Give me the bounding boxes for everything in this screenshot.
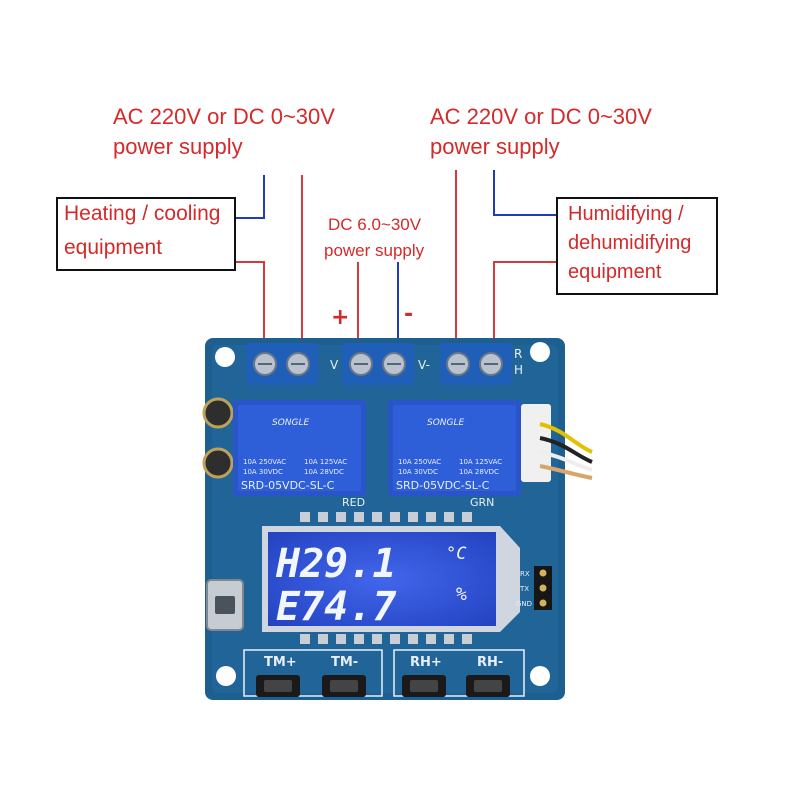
relay-rating: 10A 28VDC	[304, 468, 344, 476]
lcd-pins-top	[300, 512, 472, 522]
left-blue-wire	[232, 175, 265, 219]
relay-right: SONGLE 10A 250VAC 10A 30VDC 10A 125VAC 1…	[388, 400, 521, 496]
polarity-plus: +	[331, 305, 350, 330]
silk-label-v: V	[330, 358, 339, 372]
button-frame-rh	[393, 649, 525, 697]
relay-left: SONGLE 10A 250VAC 10A 30VDC 10A 125VAC 1…	[233, 400, 366, 496]
lcd-row-temperature: H29.1	[275, 541, 396, 587]
terminal-block-left	[246, 343, 318, 385]
button-label-rh-minus: RH-	[477, 655, 503, 670]
terminal-block-right	[440, 343, 512, 385]
control-board: V V- R H SONGLE 10A 250VAC 10A 30VDC 10A…	[202, 338, 593, 700]
push-button-rh-plus[interactable]	[402, 675, 446, 697]
relay-model: SRD-05VDC-SL-C	[396, 479, 490, 492]
lcd-pins-bottom	[300, 634, 472, 644]
relay-rating: 10A 125VAC	[459, 458, 502, 466]
mount-hole	[530, 666, 550, 686]
capacitor	[202, 397, 234, 429]
relay-model: SRD-05VDC-SL-C	[241, 479, 335, 492]
relay-brand: SONGLE	[427, 418, 465, 428]
right-red-wire-to-equipment	[493, 261, 556, 345]
button-label-tm-plus: TM+	[264, 655, 297, 670]
push-button-rh-minus[interactable]	[466, 675, 510, 697]
relay-rating: 10A 30VDC	[398, 468, 438, 476]
led-label-green: GRN	[470, 496, 494, 509]
pin-label-rx: RX	[520, 570, 530, 578]
center-supply-line2: power supply	[324, 241, 425, 260]
lcd-unit-celsius: °C	[446, 544, 467, 564]
push-button-tm-minus[interactable]	[322, 675, 366, 697]
relay-rating: 10A 250VAC	[398, 458, 441, 466]
lcd-display: H29.1 °C E74.7 %	[262, 526, 520, 632]
left-supply-line2: power supply	[113, 134, 243, 159]
left-equipment-line1: Heating / cooling	[64, 202, 221, 225]
header-pins: RX TX GND	[516, 566, 552, 610]
sensor-connector	[521, 404, 593, 482]
capacitor	[202, 447, 234, 479]
right-blue-wire	[493, 170, 556, 216]
right-supply-line2: power supply	[430, 134, 560, 159]
button-frame-tm	[243, 649, 383, 697]
mount-hole	[215, 347, 235, 367]
relay-brand: SONGLE	[272, 418, 310, 428]
mount-hole	[530, 342, 550, 362]
silk-label-h: H	[514, 363, 523, 377]
lcd-row-humidity: E74.7	[276, 584, 396, 630]
right-equipment-line2: dehumidifying	[568, 232, 692, 254]
polarity-minus: -	[404, 302, 414, 327]
left-supply-label: AC 220V or DC 0~30V power supply	[113, 102, 335, 162]
left-red-wire-to-equipment	[232, 261, 265, 345]
right-supply-line1: AC 220V or DC 0~30V	[430, 104, 652, 129]
pin-label-tx: TX	[519, 585, 529, 593]
relay-rating: 10A 125VAC	[304, 458, 347, 466]
left-supply-line1: AC 220V or DC 0~30V	[113, 104, 335, 129]
center-supply-line1: DC 6.0~30V	[328, 215, 422, 234]
left-equipment-box: Heating / cooling equipment	[56, 197, 236, 271]
led-label-red: RED	[342, 496, 365, 509]
lcd-unit-percent: %	[456, 584, 467, 605]
button-label-rh-plus: RH+	[410, 655, 442, 670]
right-equipment-box: Humidifying / dehumidifying equipment	[556, 197, 718, 295]
relay-rating: 10A 250VAC	[243, 458, 286, 466]
silk-label-v-minus: V-	[418, 358, 430, 372]
push-button-tm-plus[interactable]	[256, 675, 300, 697]
right-equipment-line1: Humidifying /	[568, 203, 684, 225]
pin-label-gnd: GND	[516, 600, 532, 608]
left-equipment-line2: equipment	[64, 236, 163, 259]
relay-rating: 10A 30VDC	[243, 468, 283, 476]
silk-label-r: R	[514, 347, 522, 361]
terminal-block-center	[342, 343, 414, 385]
relay-rating: 10A 28VDC	[459, 468, 499, 476]
button-label-tm-minus: TM-	[331, 655, 358, 670]
right-supply-label: AC 220V or DC 0~30V power supply	[430, 102, 652, 162]
mount-hole	[216, 666, 236, 686]
center-supply-label: DC 6.0~30V power supply	[324, 212, 424, 264]
right-equipment-line3: equipment	[568, 261, 662, 283]
